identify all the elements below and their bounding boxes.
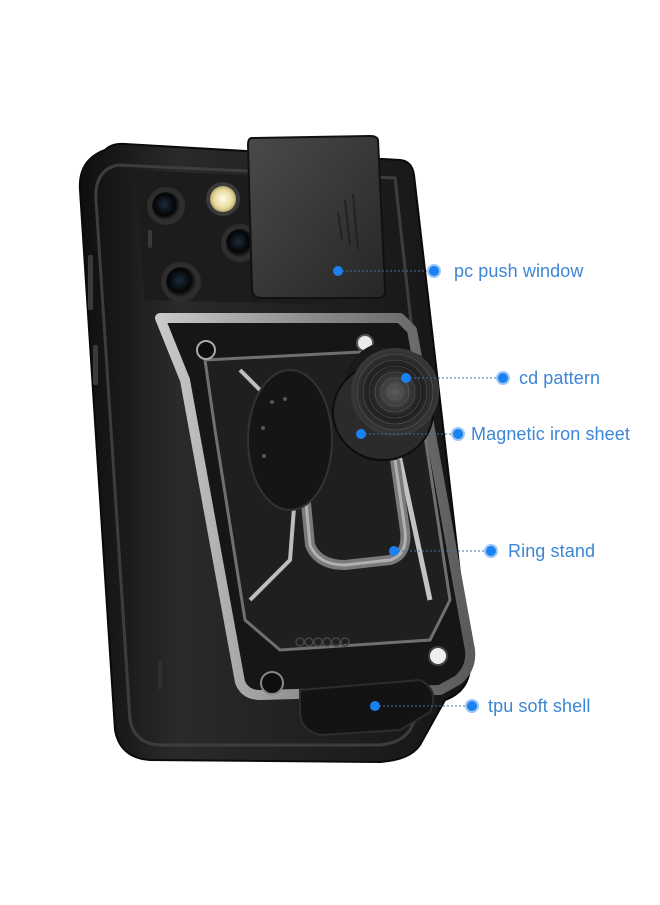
camera-lens-2-icon bbox=[226, 229, 254, 257]
callout-pc-push-window bbox=[333, 264, 441, 278]
camera-lens-1-icon bbox=[152, 192, 180, 220]
label-ring-stand: Ring stand bbox=[508, 541, 596, 561]
anchor-dot-icon bbox=[401, 373, 411, 383]
camera-slide-cover bbox=[246, 134, 387, 299]
endpoint-dot-icon bbox=[486, 546, 496, 556]
anchor-dot-icon bbox=[356, 429, 366, 439]
endpoint-dot-icon bbox=[467, 701, 477, 711]
mic-slot bbox=[148, 230, 152, 248]
tpu-shell-edge bbox=[299, 678, 435, 737]
endpoint-dot-icon bbox=[429, 266, 439, 276]
cd-pattern-disc bbox=[351, 348, 439, 436]
callout-tpu-soft-shell bbox=[370, 699, 479, 713]
callout-leaders bbox=[333, 264, 510, 713]
label-tpu-soft-shell: tpu soft shell bbox=[488, 696, 591, 716]
side-port bbox=[158, 660, 162, 690]
callout-cd-pattern bbox=[401, 371, 510, 385]
anchor-dot-icon bbox=[389, 546, 399, 556]
label-pc-push-window: pc push window bbox=[454, 261, 584, 281]
anchor-dot-icon bbox=[370, 701, 380, 711]
endpoint-dot-icon bbox=[498, 373, 508, 383]
callout-ring-stand bbox=[389, 544, 498, 558]
label-magnetic-iron-sheet: Magnetic iron sheet bbox=[471, 424, 630, 444]
camera-lens-3-icon bbox=[166, 267, 196, 297]
volume-button bbox=[88, 255, 93, 310]
endpoint-dot-icon bbox=[453, 429, 463, 439]
label-cd-pattern: cd pattern bbox=[519, 368, 601, 388]
power-button bbox=[93, 345, 98, 385]
anchor-dot-icon bbox=[333, 266, 343, 276]
ring-stand bbox=[247, 369, 411, 570]
callout-magnetic-iron-sheet bbox=[356, 427, 465, 441]
flash-icon bbox=[210, 186, 236, 212]
